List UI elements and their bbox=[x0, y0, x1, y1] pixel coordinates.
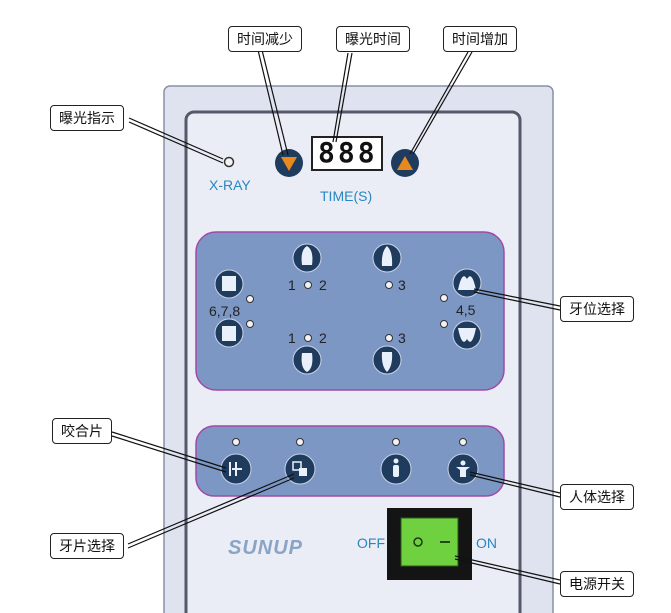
tooth-button-premolar-lower[interactable] bbox=[452, 320, 482, 350]
tooth-label-45: 4,5 bbox=[456, 302, 476, 318]
callout-film-select: 牙片选择 bbox=[50, 533, 124, 559]
tooth-label-1-bottom: 1 bbox=[288, 330, 296, 346]
tooth-button-incisor-upper[interactable] bbox=[292, 243, 322, 273]
tooth-button-incisor-lower[interactable] bbox=[292, 345, 322, 375]
time-display bbox=[311, 136, 383, 171]
led-child bbox=[392, 438, 400, 446]
led-bite bbox=[232, 438, 240, 446]
tooth-button-premolar-upper[interactable] bbox=[452, 268, 482, 298]
led-tooth-12-top bbox=[304, 281, 312, 289]
tooth-button-canine-upper[interactable] bbox=[372, 243, 402, 273]
bite-film-button[interactable] bbox=[220, 453, 252, 485]
led-tooth-678-lower bbox=[246, 320, 254, 328]
film-size-button[interactable] bbox=[284, 453, 316, 485]
xray-label: X-RAY bbox=[209, 177, 251, 193]
power-off-label: OFF bbox=[357, 535, 385, 551]
tooth-panel bbox=[195, 231, 505, 391]
led-adult bbox=[459, 438, 467, 446]
tooth-label-1-top: 1 bbox=[288, 277, 296, 293]
callout-time-increase: 时间增加 bbox=[443, 26, 517, 52]
led-tooth-45-lower bbox=[440, 320, 448, 328]
tooth-label-2-bottom: 2 bbox=[319, 330, 327, 346]
time-decrease-button[interactable] bbox=[275, 149, 303, 177]
callout-exposure-indicator: 曝光指示 bbox=[50, 105, 124, 131]
led-tooth-3-top bbox=[385, 281, 393, 289]
time-label: TIME(S) bbox=[320, 188, 373, 204]
callout-exposure-time: 曝光时间 bbox=[336, 26, 410, 52]
power-rocker-switch[interactable] bbox=[400, 517, 459, 567]
led-tooth-12-bottom bbox=[304, 334, 312, 342]
time-increase-button[interactable] bbox=[391, 149, 419, 177]
adult-select-button[interactable] bbox=[447, 453, 479, 485]
callout-power-switch: 电源开关 bbox=[560, 571, 634, 597]
tooth-label-2-top: 2 bbox=[319, 277, 327, 293]
tooth-button-molar-lower[interactable] bbox=[214, 318, 244, 348]
callout-tooth-select: 牙位选择 bbox=[560, 296, 634, 322]
child-select-button[interactable] bbox=[380, 453, 412, 485]
tooth-label-3-bottom: 3 bbox=[398, 330, 406, 346]
tooth-label-3-top: 3 bbox=[398, 277, 406, 293]
power-on-label: ON bbox=[476, 535, 497, 551]
film-panel bbox=[195, 425, 505, 497]
led-film bbox=[296, 438, 304, 446]
leader-lines bbox=[111, 49, 561, 585]
xray-indicator-led bbox=[223, 156, 235, 168]
callout-time-decrease: 时间减少 bbox=[228, 26, 302, 52]
tooth-button-molar-upper[interactable] bbox=[214, 269, 244, 299]
brand-logo: SUNUP bbox=[228, 537, 304, 559]
led-tooth-678-upper bbox=[246, 295, 254, 303]
callout-bite: 咬合片 bbox=[52, 418, 112, 444]
callout-person-select: 人体选择 bbox=[560, 484, 634, 510]
time-display-digits: 888 bbox=[318, 136, 378, 169]
tooth-button-canine-lower[interactable] bbox=[372, 345, 402, 375]
led-tooth-45-upper bbox=[440, 294, 448, 302]
led-tooth-3-bottom bbox=[385, 334, 393, 342]
tooth-label-678: 6,7,8 bbox=[209, 303, 241, 319]
